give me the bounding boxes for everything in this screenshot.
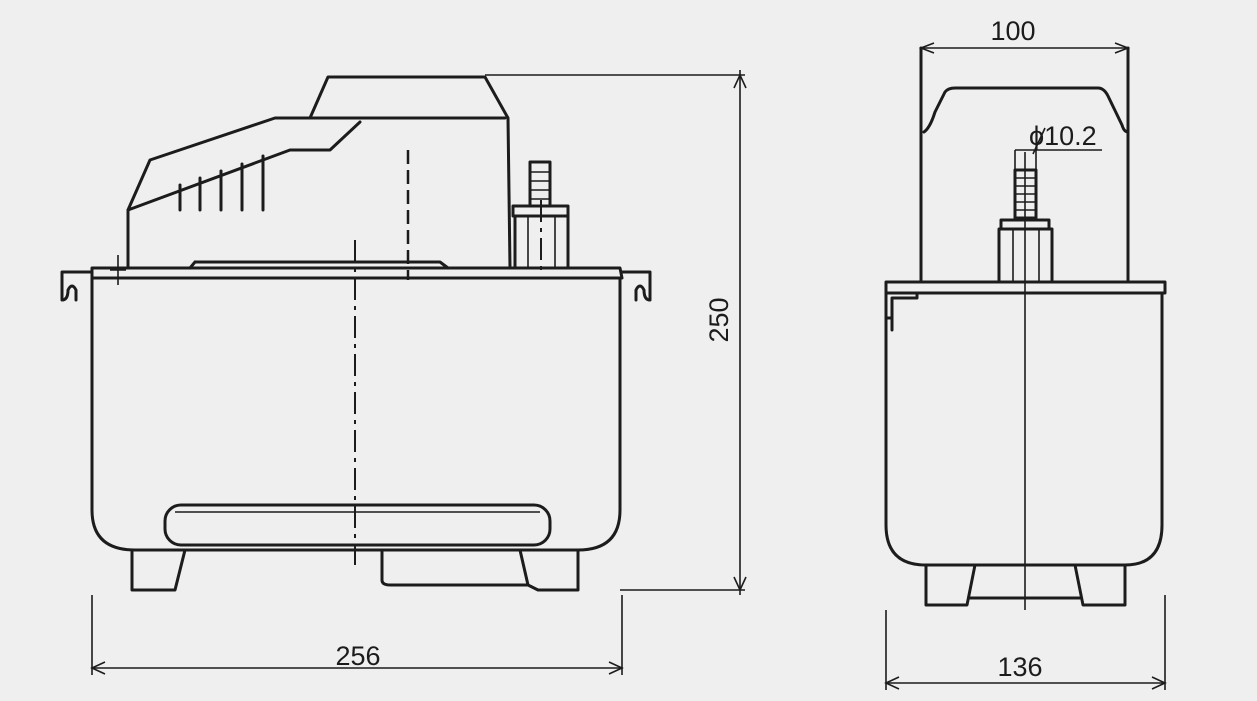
dimension-width-front: 256 <box>90 595 624 675</box>
dimension-top-width: 100 <box>918 16 1131 54</box>
dimension-height: 250 <box>485 70 747 595</box>
side-view: 100 ϕ10.2 136 <box>884 16 1167 690</box>
front-view: 250 256 <box>60 70 747 675</box>
handle-slot <box>163 503 552 547</box>
dimension-width-side: 136 <box>884 595 1167 690</box>
front-feet <box>130 548 580 592</box>
dimension-outlet-diameter: ϕ10.2 <box>1014 121 1102 170</box>
dimension-width-side-label: 136 <box>997 652 1042 682</box>
side-motor-housing <box>919 46 1130 284</box>
dimension-width-front-label: 256 <box>335 641 380 671</box>
dimension-height-label: 250 <box>704 297 734 342</box>
dimension-outlet-diameter-label: ϕ10.2 <box>1029 121 1097 151</box>
front-outlet-fitting <box>511 160 570 275</box>
vent-slots <box>178 154 265 212</box>
side-outlet-fitting <box>997 152 1054 610</box>
front-motor-housing <box>110 75 512 565</box>
dimension-top-width-label: 100 <box>990 16 1035 46</box>
front-tank <box>60 266 652 552</box>
